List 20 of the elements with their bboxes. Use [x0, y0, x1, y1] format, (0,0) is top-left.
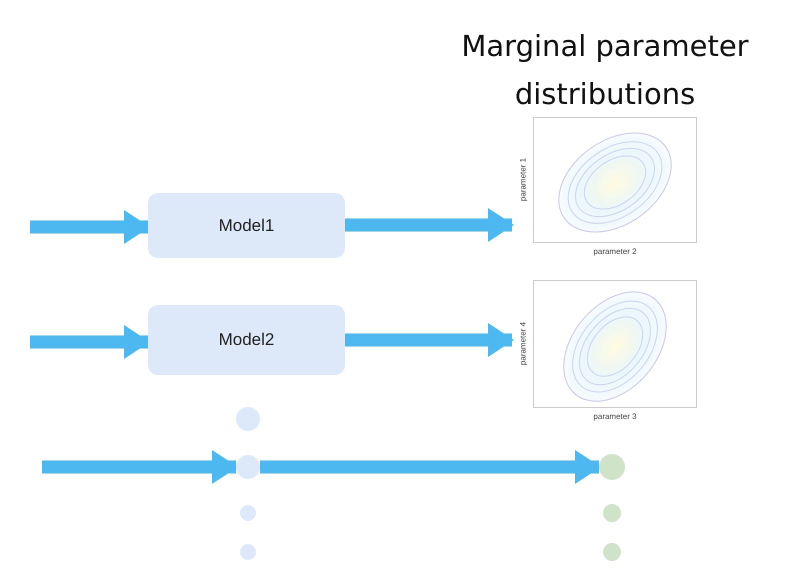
title: Marginal parameter distributions: [460, 28, 750, 113]
arrow: [260, 450, 601, 484]
ellipsis-dot: [236, 407, 260, 431]
model-box: Model1: [148, 193, 345, 258]
arrow: [345, 208, 514, 242]
model-box: Model2: [148, 305, 345, 375]
ellipsis-dot: [603, 543, 621, 561]
arrow: [30, 210, 150, 244]
axis-label: parameter 3: [592, 412, 638, 421]
arrow: [42, 450, 238, 484]
axis-label: parameter 1: [518, 156, 528, 204]
arrow: [345, 323, 514, 357]
axis-label: parameter 4: [518, 320, 528, 368]
ellipsis-dot: [603, 504, 621, 522]
ellipsis-dot: [599, 454, 625, 480]
ellipsis-dot: [240, 544, 256, 560]
ellipsis-dot: [236, 455, 260, 479]
axis-label: parameter 2: [592, 247, 638, 256]
ellipsis-dot: [240, 505, 256, 521]
arrow: [30, 325, 150, 359]
